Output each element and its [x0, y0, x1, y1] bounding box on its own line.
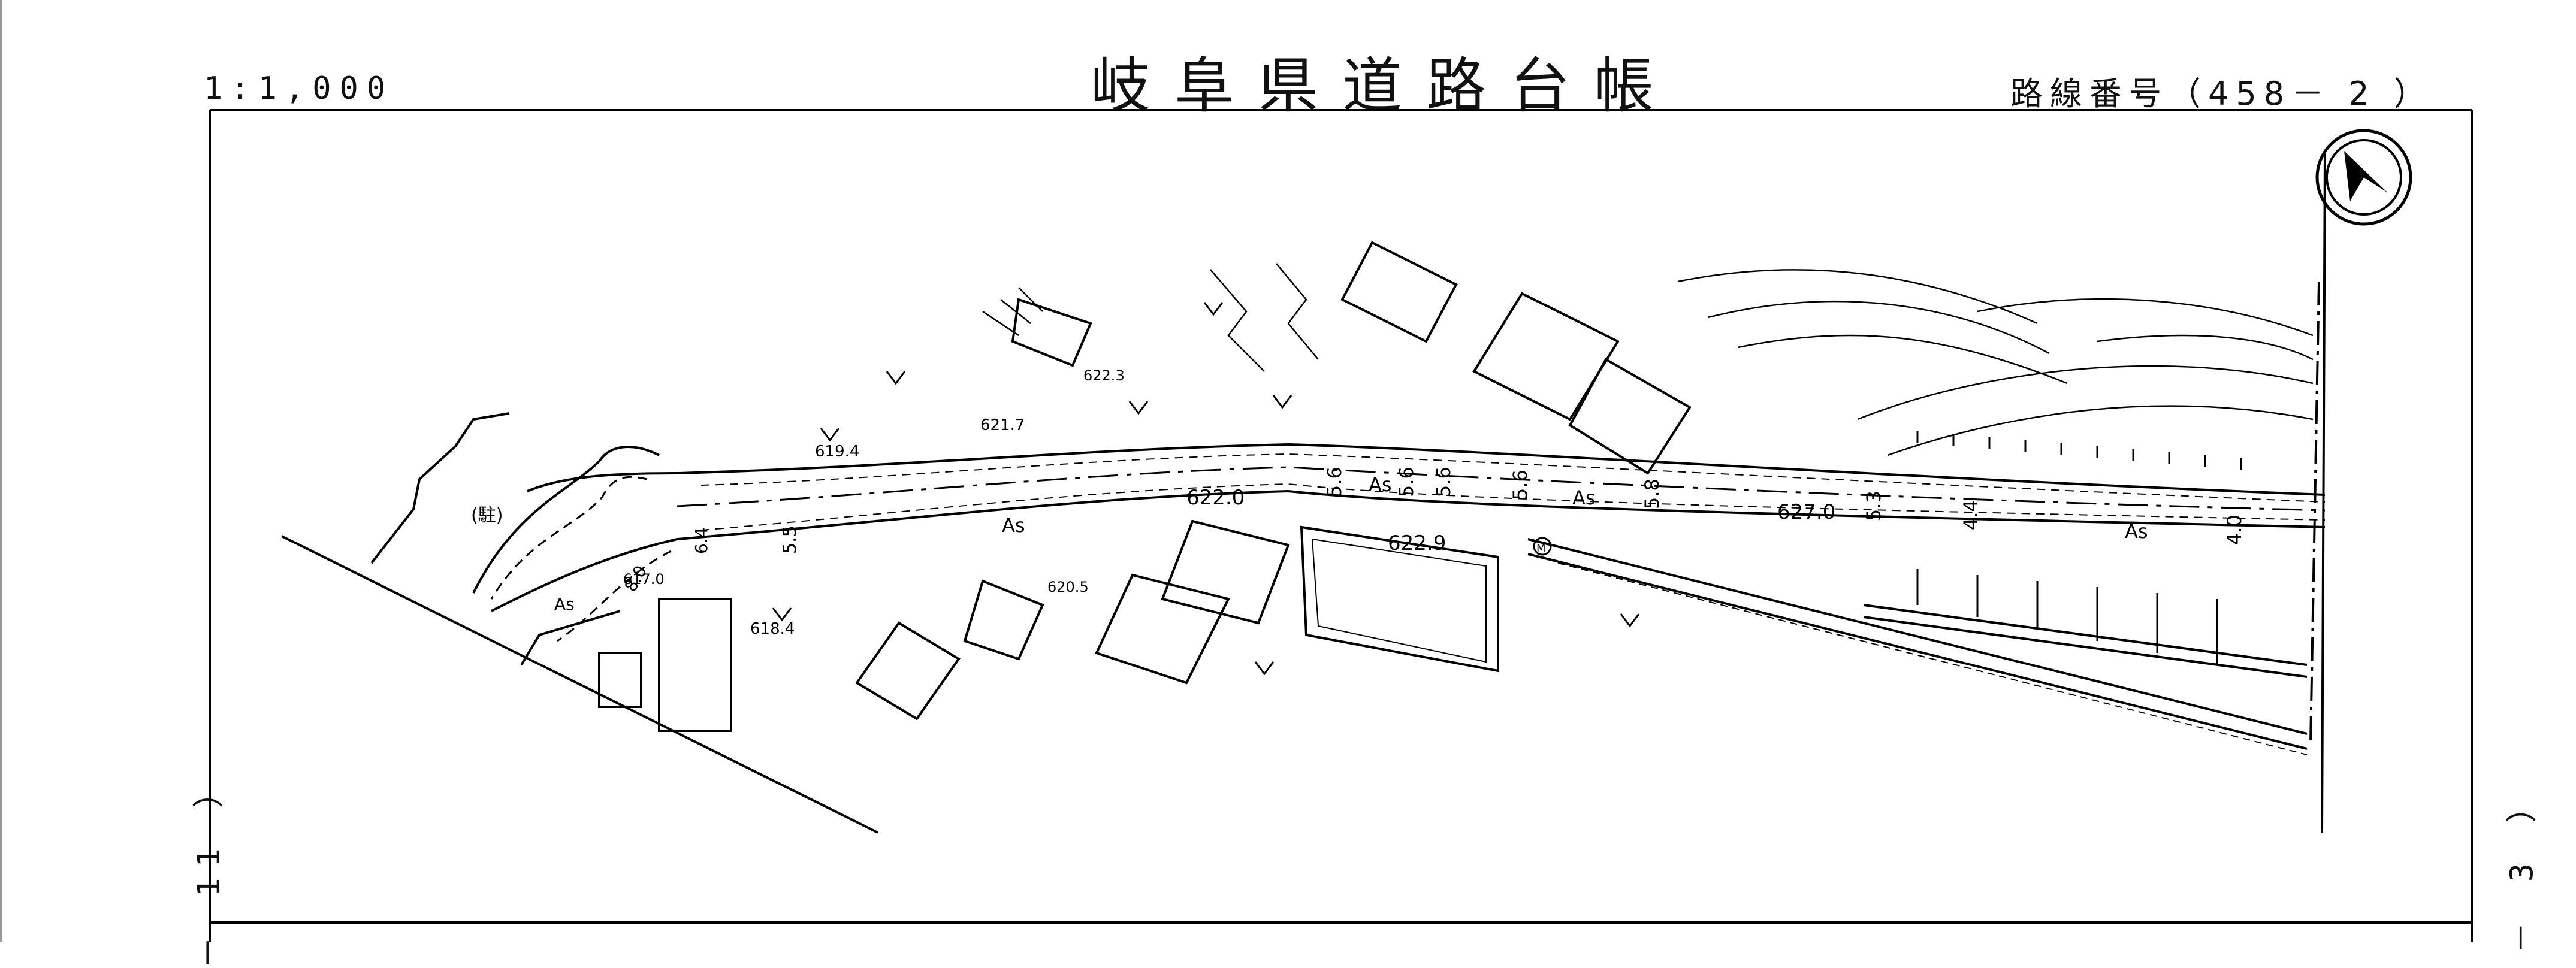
width-labels: 5.5 5.6 5.6 5.6 5.6 5.8 5.3 4.4 4.0 8.0 … — [620, 467, 2246, 595]
vegetation-symbols — [772, 302, 1640, 676]
lower-right-road — [1527, 538, 2308, 755]
svg-text:M: M — [1536, 542, 1546, 555]
map-frame — [209, 109, 2473, 942]
elevation-label: 622.0 — [1186, 486, 1245, 510]
elevation-label: 627.0 — [1777, 500, 1835, 524]
route-number: 路線番号（458－ 2 ） — [2010, 75, 2433, 113]
width-label: 5.8 — [1641, 479, 1663, 509]
elevation-label: 621.7 — [980, 416, 1025, 434]
elevation-label: 622.3 — [1083, 367, 1125, 384]
lower-left-boundary — [281, 412, 878, 834]
elevation-labels: 622.3 621.7 619.4 618.4 617.0 620.5 622.… — [623, 367, 1835, 638]
width-label: 5.5 — [780, 525, 801, 554]
width-label: 5.3 — [1862, 491, 1885, 521]
surface-label: As — [2125, 520, 2148, 543]
width-label: 4.0 — [2223, 515, 2246, 545]
width-label: 5.6 — [1509, 470, 1532, 500]
width-label: 5.6 — [1432, 467, 1455, 497]
manhole-icon: M — [1533, 537, 1552, 556]
curve-road — [472, 446, 678, 666]
parking-label: (駐) — [471, 505, 503, 526]
slope-hatching — [982, 263, 2314, 456]
elevation-label: 617.0 — [623, 571, 665, 588]
roadside-ticks — [1916, 431, 2242, 665]
main-road — [677, 443, 2326, 540]
right-edge-line — [2309, 152, 2326, 833]
map-scale: 1:1,000 — [204, 71, 394, 107]
north-arrow-icon — [2315, 129, 2412, 226]
width-label: 8.0 — [620, 562, 651, 595]
elevation-label: 622.9 — [1388, 531, 1446, 555]
elevation-label: 619.4 — [815, 443, 859, 461]
width-label: 6.4 — [691, 527, 711, 554]
width-label: 5.6 — [1395, 467, 1418, 497]
road-ledger-map: 622.3 621.7 619.4 618.4 617.0 620.5 622.… — [0, 0, 2473, 942]
width-label: 5.6 — [1323, 467, 1346, 497]
elevation-label: 620.5 — [1047, 579, 1089, 595]
surface-label: As — [1369, 473, 1392, 496]
buildings — [598, 241, 1692, 732]
elevation-label: 618.4 — [750, 620, 795, 638]
surface-label: As — [554, 594, 575, 614]
surface-labels: As As As As As — [554, 473, 2148, 614]
surface-label: As — [1572, 486, 1596, 509]
surface-label: As — [1002, 514, 1025, 537]
width-label: 4.4 — [1959, 500, 1982, 530]
